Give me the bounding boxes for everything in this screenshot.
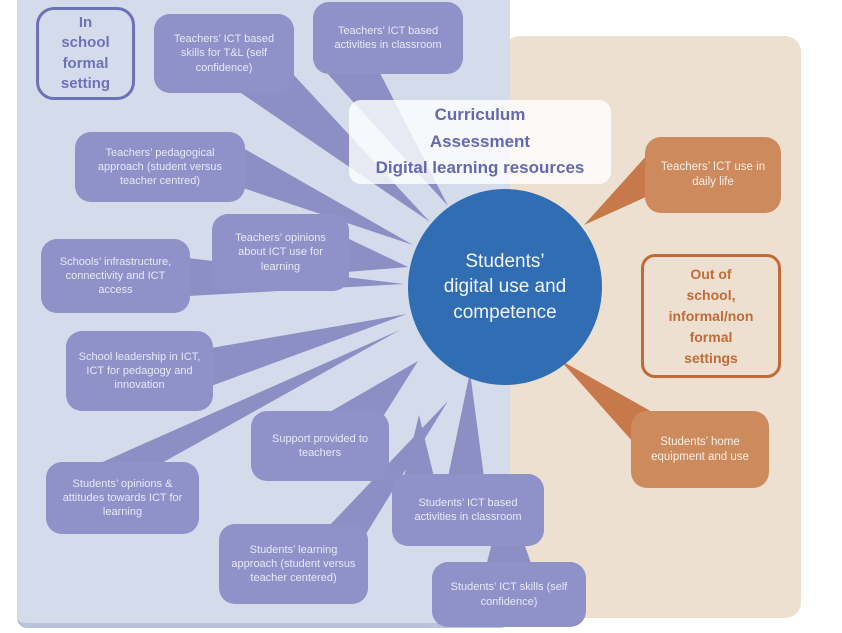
connector-school-leadership [211,314,407,386]
node-students-home-equipment: Students’ home equipment and use [631,411,769,488]
node-students-ict-skills: Students’ ICT skills (self confidence) [432,562,586,627]
node-schools-infrastructure: Schools’ infrastructure, connectivity an… [41,239,190,313]
connector-teachers-opinions [347,238,408,272]
connector-students-ict-skills [486,543,532,566]
node-teachers-ict-activities: Teachers’ ICT based activities in classr… [313,2,463,74]
node-students-opinions: Students’ opinions & attitudes towards I… [46,462,199,534]
curriculum-note: Curriculum Assessment Digital learning r… [349,100,611,184]
center-node: Students’ digital use and competence [408,189,602,385]
node-teachers-ict-daily-life: Teachers’ ICT use in daily life [645,137,781,213]
connector-teachers-ict-skills [238,72,430,222]
connector-students-ict-activities-a [404,415,434,477]
node-students-ict-activities: Students’ ICT based activities in classr… [392,474,544,546]
node-school-leadership: School leadership in ICT, ICT for pedago… [66,331,213,411]
node-teachers-pedagogical-approach: Teachers’ pedagogical approach (student … [75,132,245,202]
connector-students-ict-activities-b [448,372,484,477]
connector-students-home-equipment [560,360,654,442]
node-teachers-ict-skills: Teachers’ ICT based skills for T&L (self… [154,14,294,93]
zone-label-in-school: In school formal setting [36,7,135,100]
connector-students-opinions [98,330,400,464]
node-students-learning-approach: Students’ learning approach (student ver… [219,524,368,604]
zone-label-out-of-school: Out of school, informal/non formal setti… [641,254,781,378]
connector-support-teachers [328,361,418,415]
node-support-teachers: Support provided to teachers [251,411,389,481]
connector-teachers-pedagogical [243,148,413,245]
connector-teachers-daily-life [584,154,648,225]
node-teachers-opinions: Teachers’ opinions about ICT use for lea… [212,214,349,291]
